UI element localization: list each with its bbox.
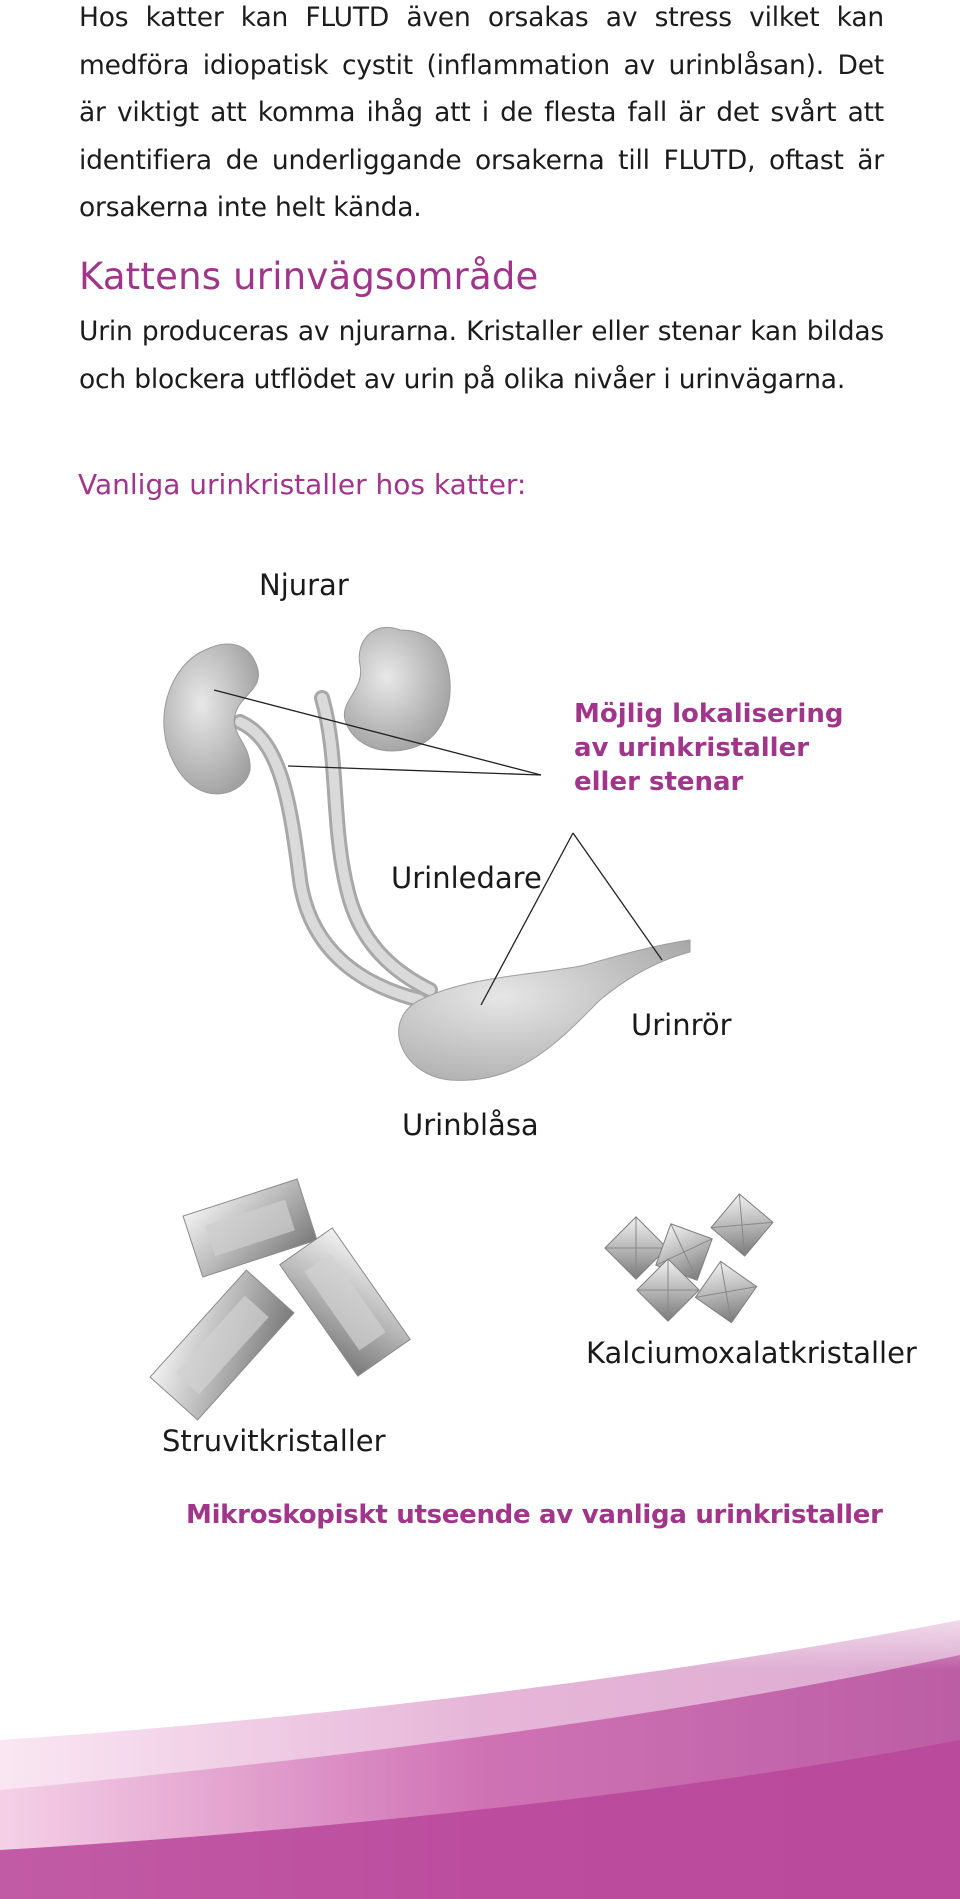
ureter-label: Urinledare — [391, 861, 542, 895]
struvite-crystals-shape — [149, 1178, 411, 1421]
bladder-label: Urinblåsa — [402, 1108, 539, 1142]
section-heading: Kattens urinvägsområde — [79, 255, 539, 298]
illustration-caption: Mikroskopiskt utseende av vanliga urinkr… — [186, 1500, 883, 1530]
kidneys-label: Njurar — [259, 568, 349, 602]
urethra-label: Urinrör — [631, 1008, 732, 1042]
left-kidney-shape — [163, 643, 259, 795]
intro-paragraph: Hos katter kan FLUTD även orsakas av str… — [79, 2, 884, 223]
crystals-subheading: Vanliga urinkristaller hos katter: — [78, 468, 527, 501]
callout-line-2: av urinkristaller — [574, 733, 810, 763]
decorative-band — [0, 1580, 960, 1899]
struvite-label: Struvitkristaller — [162, 1424, 386, 1458]
section-paragraph: Urin produceras av njurarna. Kristaller … — [79, 316, 884, 395]
pointer-lines — [213, 689, 663, 1006]
ureters-shape — [232, 690, 438, 1008]
oxalate-crystals-shape — [604, 1193, 774, 1324]
oxalate-label: Kalciumoxalatkristaller — [586, 1336, 917, 1370]
callout-line-3: eller stenar — [574, 767, 744, 797]
callout-line-1: Möjlig lokalisering — [574, 699, 844, 729]
crystal-location-callout: Möjlig lokalisering av urinkristaller el… — [574, 697, 844, 799]
bladder-shape — [398, 939, 691, 1081]
right-kidney-shape — [343, 627, 451, 752]
